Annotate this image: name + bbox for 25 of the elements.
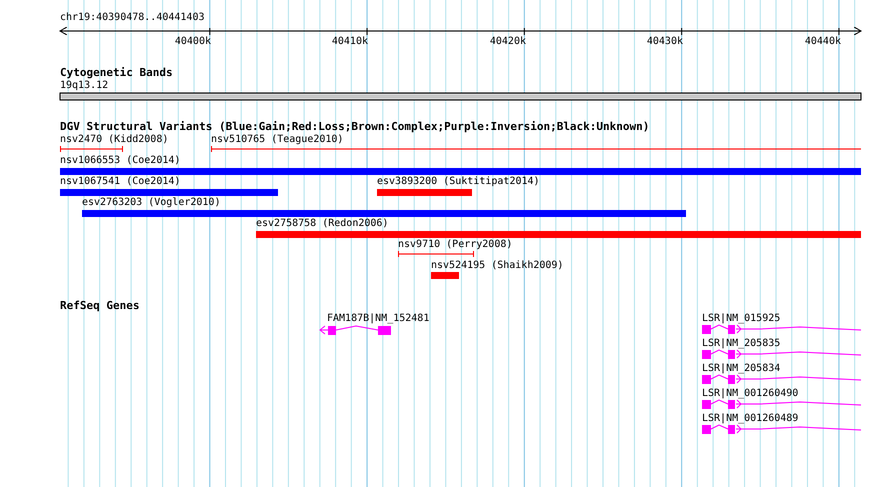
position-label: chr19:40390478..40441403 [60,12,204,24]
variant-label: nsv510765 (Teague2010) [211,134,344,146]
gene-label: FAM187B|NM_152481 [327,313,430,325]
variant-label: nsv1067541 (Coe2014) [60,176,180,188]
variant-label: nsv1066553 (Coe2014) [60,155,180,167]
gene-label: LSR|NM_001260489 [702,413,798,425]
track-title: Cytogenetic Bands [60,67,173,79]
variant-label: esv3893200 (Suktitipat2014) [377,176,540,188]
variant-label: nsv2470 (Kidd2008) [60,134,168,146]
gene-label: LSR|NM_015925 [702,313,780,325]
variant-label: nsv524195 (Shaikh2009) [431,260,564,272]
variant-label: nsv9710 (Perry2008) [398,239,512,251]
scale-label: 40400k [174,36,211,48]
scale-label: 40410k [332,36,368,48]
track-title: DGV Structural Variants (Blue:Gain;Red:Loss;Brown:Complex;Purple:Inversion;Black:Unknown) [60,121,650,133]
scale-label: 40420k [490,36,526,48]
gene-label: LSR|NM_001260490 [702,388,798,400]
gene-label: LSR|NM_205835 [702,338,780,350]
gene-label: LSR|NM_205834 [702,363,780,375]
variant-label: esv2758758 (Redon2006) [256,218,388,230]
scale-label: 40440k [804,36,841,48]
variant-label: esv2763203 (Vogler2010) [82,197,220,209]
scale-label: 40430k [646,36,683,48]
track-title: RefSeq Genes [60,300,140,312]
band-label: 19q13.12 [60,80,108,92]
